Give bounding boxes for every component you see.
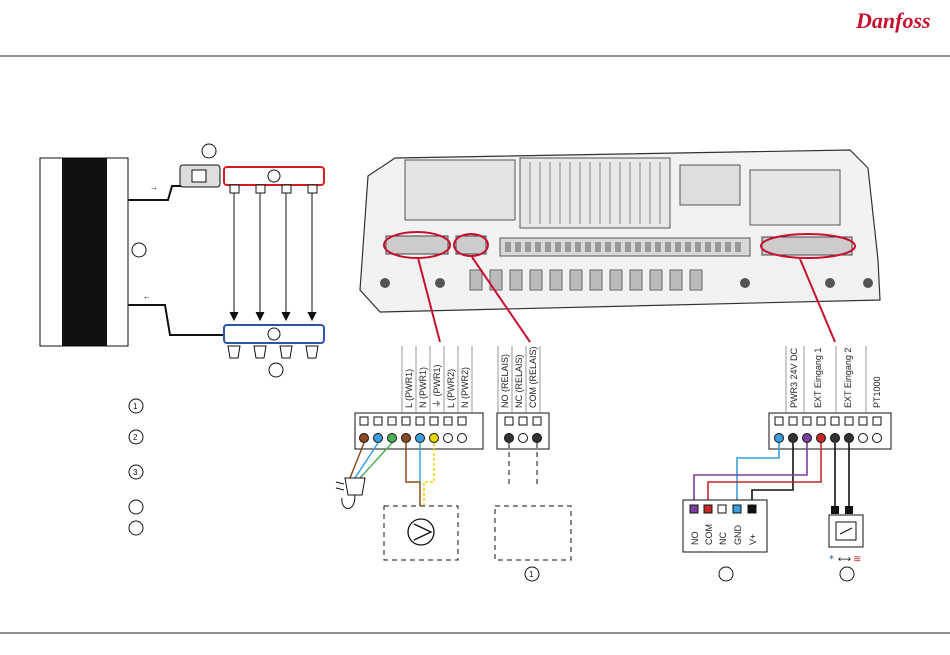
power-terminal-labels: L (PWR1) N (PWR1) ⏚ (PWR1) L (PWR2) N (P…: [402, 346, 472, 412]
label-n-pwr1: N (PWR1): [418, 367, 428, 408]
heat-source: [40, 158, 128, 346]
svg-text:2: 2: [133, 433, 138, 442]
flow-arrow-out: →: [150, 183, 158, 192]
label-ext-eingang-2: EXT Eingang 2: [843, 348, 853, 408]
pump-wiring: [406, 443, 434, 506]
supply-pump-icon: [180, 165, 220, 187]
ext-terminal-block: [769, 413, 891, 449]
device-label-vplus: V+: [748, 534, 758, 545]
pump-device: [384, 506, 458, 560]
heat-icon: ≋: [853, 554, 861, 565]
ext-terminal-labels: PWR3 24V DC EXT Eingang 1 EXT Eingang 2 …: [786, 346, 882, 412]
label-pwr3: PWR3 24V DC: [789, 347, 799, 408]
label-no-relais: NO (RELAIS): [500, 354, 510, 408]
return-manifold: [224, 325, 324, 358]
svg-text:3: 3: [133, 468, 138, 477]
device-label-com: COM: [704, 524, 714, 545]
device-label-gnd: GND: [733, 525, 743, 546]
mains-plug: [336, 443, 392, 509]
device-label-nc: NC: [718, 532, 728, 545]
label-com-relais: COM (RELAIS): [528, 346, 538, 408]
label-pt1000: PT1000: [872, 376, 882, 408]
label-n-pwr2: N (PWR2): [460, 367, 470, 408]
heating-loops: [230, 193, 316, 320]
flow-arrow-in: ←: [143, 292, 151, 301]
marker-circle-thermostat: [840, 567, 854, 581]
supply-manifold: [224, 167, 324, 193]
thermostat-device: [829, 506, 863, 547]
relay-terminal-block: [495, 413, 571, 560]
power-terminal-block: [355, 413, 483, 449]
danfoss-logo: Danfoss: [855, 8, 931, 33]
return-pipe: [128, 305, 226, 335]
relay-terminal-labels: NO (RELAIS) NC (RELAIS) COM (RELAIS): [498, 346, 540, 412]
label-earth-pwr1: ⏚ (PWR1): [432, 364, 442, 408]
legend-markers: 1 2 3: [129, 399, 143, 535]
label-l-pwr2: L (PWR2): [446, 369, 456, 408]
cold-icon: *: [829, 554, 834, 565]
controller-board: [360, 150, 880, 312]
marker-circle-manifold: [269, 363, 283, 377]
device-label-no: NO: [690, 532, 700, 546]
label-nc-relais: NC (RELAIS): [514, 354, 524, 408]
arrows-icon: ⟷: [838, 555, 851, 565]
marker-circle-pump: [202, 144, 216, 158]
label-l-pwr1: L (PWR1): [404, 369, 414, 408]
svg-text:1: 1: [133, 402, 138, 411]
marker-circle-device: [719, 567, 733, 581]
external-device: NO COM NC GND V+: [683, 500, 767, 552]
marker-relay-number: 1: [529, 570, 534, 579]
label-ext-eingang-1: EXT Eingang 1: [813, 348, 823, 408]
marker-circle-source: [132, 243, 146, 257]
